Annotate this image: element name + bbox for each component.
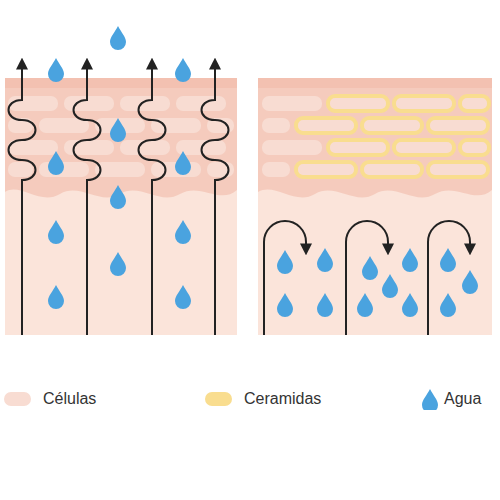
ceramide-cell xyxy=(296,162,356,177)
water-drop xyxy=(110,26,126,50)
water-drop xyxy=(462,270,478,294)
water-drop xyxy=(440,293,456,317)
water-drop xyxy=(110,118,126,142)
cell xyxy=(64,140,114,155)
cell xyxy=(262,140,322,155)
water-drop-swatch xyxy=(422,388,438,410)
cell xyxy=(8,140,58,155)
water-drop xyxy=(317,248,333,272)
water-drop xyxy=(48,285,64,309)
cell xyxy=(8,96,58,111)
cell xyxy=(95,162,145,177)
ceramide-cell xyxy=(328,140,388,155)
ceramide-cell xyxy=(362,162,422,177)
cell xyxy=(207,162,234,177)
legend-label: Agua xyxy=(444,390,481,408)
cell xyxy=(262,118,290,133)
legend-label: Células xyxy=(43,390,96,408)
legend-swatch xyxy=(205,392,232,406)
ceramide-cell xyxy=(328,96,388,111)
water-drop xyxy=(175,151,191,175)
cell xyxy=(262,162,290,177)
water-retained-arrow xyxy=(264,221,306,335)
water-drop xyxy=(48,151,64,175)
water-drop xyxy=(357,293,373,317)
water-drop xyxy=(277,293,293,317)
water-loss-arrow xyxy=(9,60,36,335)
cell xyxy=(8,162,33,177)
water-drop xyxy=(110,252,126,276)
water-drop xyxy=(440,248,456,272)
water-retained-arrow xyxy=(428,221,470,335)
ceramide-cell xyxy=(428,162,488,177)
water-drop xyxy=(402,248,418,272)
water-drop xyxy=(277,250,293,274)
legend-item: Células xyxy=(4,388,96,410)
water-drop xyxy=(402,293,418,317)
legend-item: Agua xyxy=(422,388,481,410)
cell xyxy=(120,96,170,111)
water-drop xyxy=(175,285,191,309)
ceramide-cell xyxy=(460,96,489,111)
water-drop xyxy=(317,293,333,317)
ceramide-cell xyxy=(394,140,454,155)
skin-panel-left xyxy=(5,78,237,335)
cell xyxy=(262,96,322,111)
water-retained-arrow xyxy=(346,221,388,335)
skin-panel-right xyxy=(258,78,492,335)
legend-item: Ceramidas xyxy=(205,388,321,410)
ceramide-cell xyxy=(394,96,454,111)
water-drop xyxy=(175,58,191,82)
cell xyxy=(64,96,114,111)
cell xyxy=(39,162,89,177)
water-drop xyxy=(48,220,64,244)
legend-swatch xyxy=(4,392,31,406)
water-loss-arrow xyxy=(139,60,166,335)
water-drop xyxy=(175,220,191,244)
ceramide-cell xyxy=(428,118,488,133)
water-drop xyxy=(362,256,378,280)
legend-label: Ceramidas xyxy=(244,390,321,408)
water-drop xyxy=(382,274,398,298)
water-loss-arrow xyxy=(74,60,101,335)
water-loss-arrow xyxy=(202,60,229,335)
ceramide-cell xyxy=(460,140,489,155)
ceramide-cell xyxy=(296,118,356,133)
water-drop xyxy=(48,58,64,82)
ceramide-cell xyxy=(362,118,422,133)
water-drop xyxy=(110,185,126,209)
